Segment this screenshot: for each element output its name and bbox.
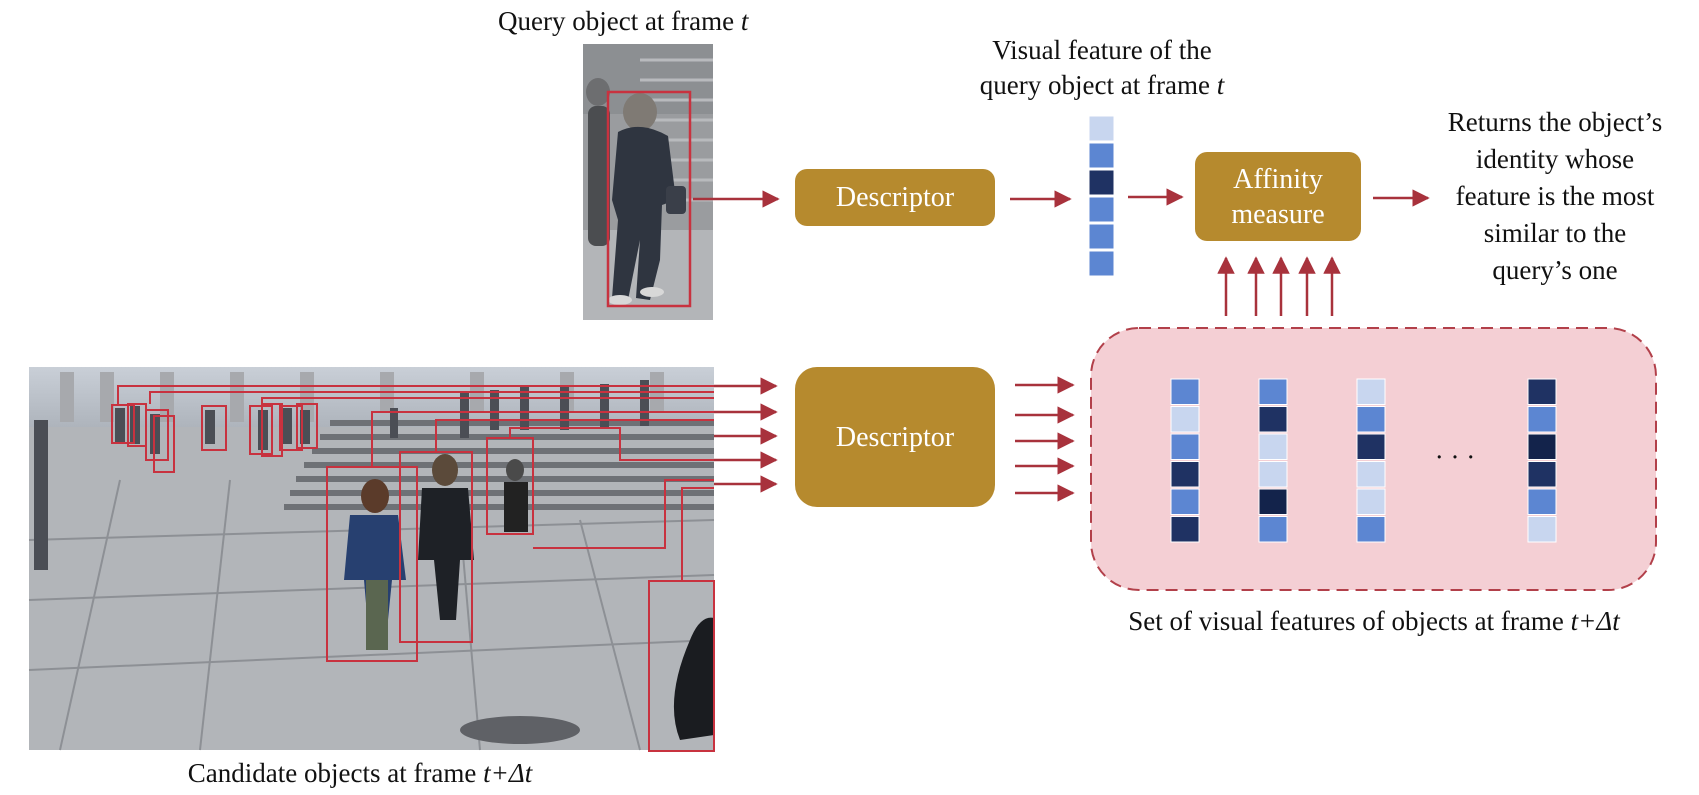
feature-cell (1527, 488, 1557, 515)
query-object-label: Query object at frame t (498, 6, 749, 36)
feature-cell (1356, 433, 1386, 460)
query-feature-label: Visual feature of the query object at fr… (979, 35, 1225, 101)
candidate-feature-vector (1258, 378, 1288, 543)
feature-cell (1170, 406, 1200, 433)
feature-cell (1170, 516, 1200, 543)
query-feature-vector (1088, 115, 1115, 277)
candidate-feature-vector (1527, 378, 1557, 543)
feature-cell (1356, 488, 1386, 515)
feature-cell (1527, 378, 1557, 405)
ellipsis: · · · (1434, 442, 1476, 472)
feature-cell (1356, 378, 1386, 405)
feature-set-caption: Set of visual features of objects at fra… (1128, 606, 1620, 636)
feature-cell (1170, 378, 1200, 405)
feature-cell (1170, 461, 1200, 488)
candidate-objects-caption: Candidate objects at frame t+Δt (187, 758, 533, 788)
descriptor-box-top: Descriptor (795, 169, 995, 226)
feature-cell (1258, 461, 1288, 488)
feature-cell (1258, 406, 1288, 433)
feature-cell (1527, 433, 1557, 460)
feature-cell (1170, 433, 1200, 460)
feature-cell (1170, 488, 1200, 515)
candidate-feature-vector (1170, 378, 1200, 543)
query-object-image (583, 44, 713, 320)
feature-cell (1527, 406, 1557, 433)
candidate-scene-image (28, 367, 715, 752)
feature-cell (1258, 516, 1288, 543)
feature-cell (1527, 461, 1557, 488)
feature-cell (1258, 488, 1288, 515)
candidate-feature-vector (1356, 378, 1386, 543)
output-description: Returns the object’s identity whose feat… (1447, 107, 1663, 285)
feature-cell (1088, 196, 1115, 223)
feature-cell (1356, 461, 1386, 488)
descriptor-box-bottom: Descriptor (795, 367, 995, 507)
feature-cell (1088, 223, 1115, 250)
feature-cell (1356, 516, 1386, 543)
feature-cell (1356, 406, 1386, 433)
feature-cell (1527, 516, 1557, 543)
feature-cell (1088, 169, 1115, 196)
feature-cell (1258, 433, 1288, 460)
feature-cell (1088, 115, 1115, 142)
feature-cell (1258, 378, 1288, 405)
feature-cell (1088, 142, 1115, 169)
feature-cell (1088, 250, 1115, 277)
